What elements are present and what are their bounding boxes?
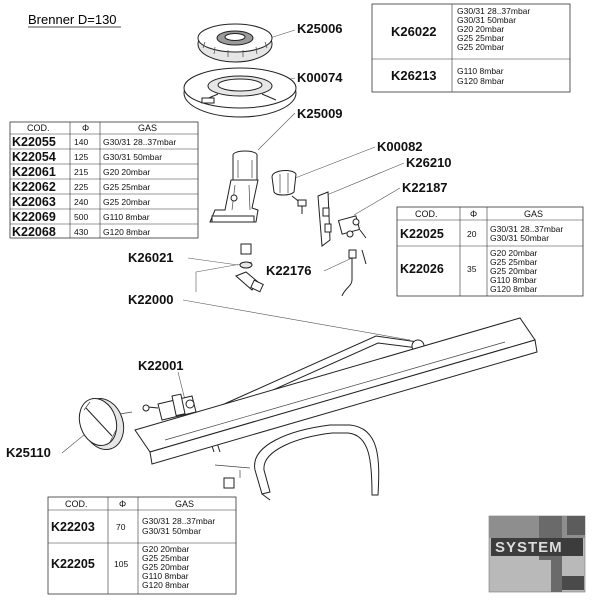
table-header: Φ: [470, 209, 477, 219]
gas-valve: [142, 393, 197, 421]
table-gas: G20 20mbar: [490, 248, 537, 258]
table-header: COD.: [65, 499, 88, 509]
logo-text: SYSTEM: [495, 539, 563, 556]
table-header: GAS: [175, 499, 194, 509]
part-label: K00082: [377, 139, 423, 154]
part-label: K25006: [297, 21, 343, 36]
nozzle: [235, 243, 264, 293]
shield-bracket: [271, 169, 297, 196]
control-knob: [78, 398, 133, 450]
table-header: GAS: [138, 123, 157, 133]
frame-rail: [134, 317, 538, 501]
table-phi: 140: [74, 137, 88, 147]
table-code: K22069: [12, 210, 56, 224]
thermocouple: [291, 191, 332, 247]
top-box-gas: G30/31 50mbar: [457, 15, 516, 25]
table-gas: G30/31 50mbar: [490, 233, 549, 243]
table-gas: G25 25mbar: [490, 257, 537, 267]
table-gas: G120 8mbar: [490, 284, 537, 294]
pilot-burner: [341, 249, 367, 297]
table-phi: 225: [74, 182, 88, 192]
table-code: K22205: [51, 557, 95, 571]
part-label: K22001: [138, 358, 184, 373]
table-header: Φ: [119, 499, 126, 509]
top-box: K26022 G30/31 28..37mbar G30/31 50mbar G…: [371, 3, 571, 93]
right-table: COD. Φ GAS K22025 20 G30/31 28..37mbar G…: [396, 206, 584, 297]
top-box-code: K26022: [391, 24, 437, 39]
table-code: K22054: [12, 150, 56, 164]
table-code: K22063: [12, 195, 56, 209]
table-code: K22068: [12, 225, 56, 239]
table-gas: G120 8mbar: [142, 580, 189, 590]
electrode: [337, 215, 367, 239]
table-gas: G25 20mbar: [490, 266, 537, 276]
table-gas: G120 8mbar: [103, 227, 150, 237]
table-code: K22203: [51, 520, 95, 534]
table-code: K22061: [12, 165, 56, 179]
table-gas: G25 25mbar: [103, 182, 150, 192]
table-phi: 500: [74, 212, 88, 222]
table-phi: 35: [467, 264, 477, 274]
part-labels: K25006 K00074 K25009 K00082 K26210 K2218…: [6, 21, 452, 460]
part-label: K26210: [406, 155, 452, 170]
part-label: K26021: [128, 250, 174, 265]
table-code: K22055: [12, 135, 56, 149]
table-gas: G110 8mbar: [490, 275, 537, 285]
burner-ring: [183, 67, 297, 118]
part-label: K22187: [402, 180, 448, 195]
top-box-code: K26213: [391, 68, 437, 83]
top-box-gas: G120 8mbar: [457, 76, 504, 86]
table-header: GAS: [524, 209, 543, 219]
table-phi: 105: [114, 559, 128, 569]
table-gas: G25 25mbar: [142, 553, 189, 563]
table-gas: G25 20mbar: [103, 197, 150, 207]
table-gas: G30/31 50mbar: [103, 152, 162, 162]
left-table-frame: [9, 121, 199, 239]
part-label: K25009: [297, 106, 343, 121]
diagram-title: Brenner D=130: [28, 12, 117, 27]
part-label: K22176: [266, 263, 312, 278]
top-box-gas: G30/31 28..37mbar: [457, 6, 530, 16]
table-gas: G30/31 50mbar: [142, 526, 201, 536]
system-logo: SYSTEM: [488, 515, 586, 593]
top-box-gas: G25 25mbar: [457, 33, 504, 43]
part-label: K00074: [297, 70, 343, 85]
table-gas: G110 8mbar: [142, 571, 189, 581]
top-box-gas: G25 20mbar: [457, 42, 504, 52]
table-phi: 240: [74, 197, 88, 207]
top-box-frame: [371, 3, 571, 93]
table-code: K22026: [400, 262, 444, 276]
table-phi: 215: [74, 167, 88, 177]
table-phi: 20: [467, 229, 477, 239]
part-label: K22000: [128, 292, 174, 307]
table-header: Φ: [82, 123, 89, 133]
bottom-table-frame: [47, 496, 237, 595]
table-gas: G30/31 28..37mbar: [142, 516, 215, 526]
table-gas: G30/31 28..37mbar: [490, 224, 563, 234]
right-table-frame: [396, 206, 584, 297]
table-header: COD.: [27, 123, 50, 133]
table-header: COD.: [415, 209, 438, 219]
table-phi: 125: [74, 152, 88, 162]
top-box-gas: G110 8mbar: [457, 66, 504, 76]
burner-tube: [209, 150, 259, 223]
table-gas: G110 8mbar: [103, 212, 150, 222]
table-code: K22025: [400, 227, 444, 241]
part-label: K25110: [6, 445, 51, 460]
table-gas: G20 20mbar: [142, 544, 189, 554]
table-phi: 430: [74, 227, 88, 237]
burner-cap: [197, 23, 273, 63]
top-box-gas: G20 20mbar: [457, 24, 504, 34]
table-code: K22062: [12, 180, 56, 194]
left-table: COD. Φ GAS K22055 140 G30/31 28..37mbar …: [9, 121, 199, 239]
table-gas: G30/31 28..37mbar: [103, 137, 176, 147]
table-gas: G25 20mbar: [142, 562, 189, 572]
table-gas: G20 20mbar: [103, 167, 150, 177]
bottom-table: COD. Φ GAS K22203 70 G30/31 28..37mbar G…: [47, 496, 237, 595]
table-phi: 70: [116, 522, 126, 532]
